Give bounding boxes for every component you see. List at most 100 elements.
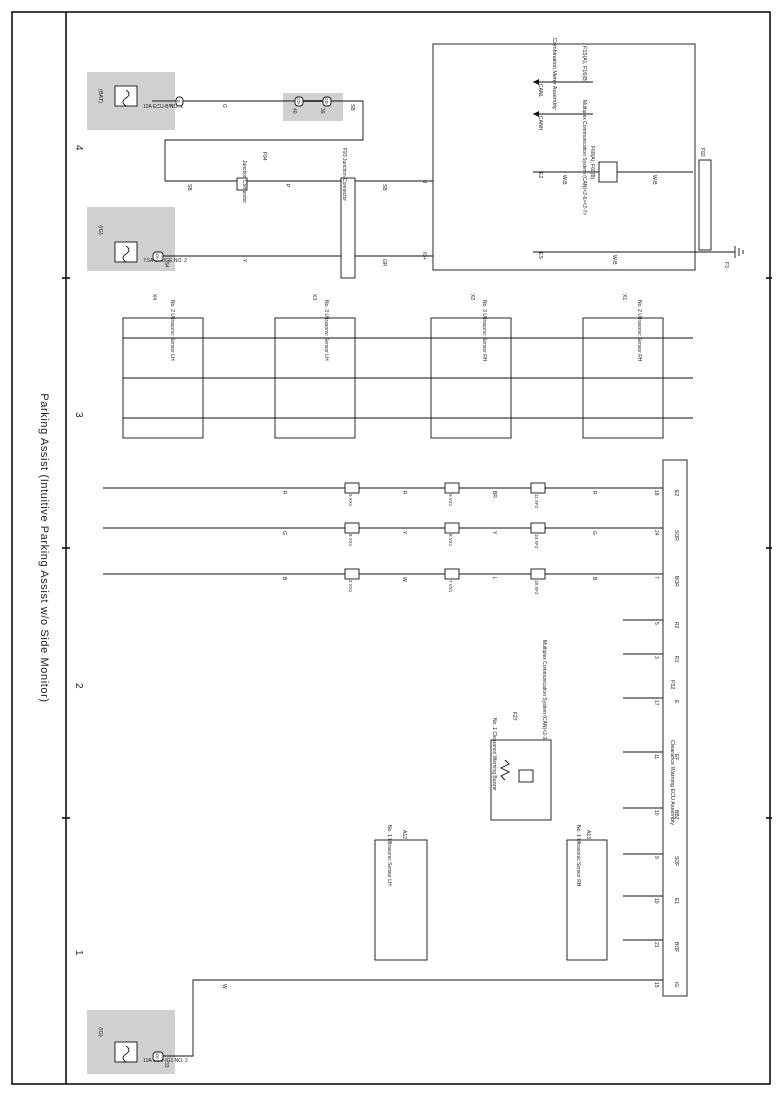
fuse-icon (122, 89, 130, 107)
rear-connector (344, 568, 360, 580)
rear-wire-label: B (591, 577, 597, 581)
sensor-row-top: X1 No. 2 Ultrasonic Sensor RH X2 No. 3 U… (122, 294, 693, 439)
source-ig: (IG) (97, 225, 103, 235)
ecu-pin-number: 7 (653, 576, 659, 579)
pin-ecu-ig: 33 (163, 1062, 169, 1068)
column-number: 3 (73, 412, 84, 418)
arrow-icon (533, 79, 539, 85)
rear-wire-label: BR (491, 491, 497, 498)
inline-conn-bg (283, 93, 343, 121)
buzzer-icon (518, 769, 534, 783)
rear-wire-label: Y (491, 531, 497, 535)
rear-wire-label: B (281, 577, 287, 581)
column-number: 1 (73, 950, 84, 956)
meter-name: Combination Meter Assembly (551, 38, 557, 110)
ecu-pin-number: 10 (653, 810, 659, 816)
fuse-icon (122, 245, 130, 263)
ecu-pin-number: 19 (653, 898, 659, 904)
ecu-pin-label: R2 (673, 622, 679, 629)
wire-label: SB (381, 184, 387, 191)
meter-pin: B (421, 180, 427, 184)
ecu-pin-number: 11 (653, 754, 659, 759)
rear-wire-label: R (591, 491, 597, 495)
sensor-a12-id: A12 (401, 830, 407, 839)
rear-connector-label: 7 VX1 (448, 580, 453, 593)
rear-connector-label: 9 VX1 (448, 494, 453, 507)
junction-f92-label: F92 (699, 148, 705, 157)
ecu-pin-label: EF (673, 754, 679, 760)
ground-label: F3 (723, 262, 729, 268)
sensor-x4-id: X4 (151, 294, 157, 300)
junction-f93 (340, 177, 356, 279)
inline-pin: 39 (319, 108, 325, 114)
wire-label: W-B (651, 175, 657, 185)
fuse-icon (122, 1045, 130, 1063)
ecu-pin-number: 3 (653, 656, 659, 659)
ecu-id: F52 (669, 680, 675, 689)
ecu-pin-label: E1 (673, 898, 679, 904)
ecu-pin-number: 21 (653, 942, 659, 948)
wire-label: Y (241, 259, 247, 263)
inline-pin: 40 (291, 108, 297, 114)
rear-connector (344, 482, 360, 494)
meter-pin: CANL (537, 84, 543, 98)
rear-wire-label: L (491, 577, 497, 580)
buzzer-name: No. 1 Clearance Warning Buzzer (491, 718, 497, 791)
fuse-symbol (114, 85, 138, 107)
ecu-pin-label: SOR (673, 530, 679, 541)
fuse-label-ecu-ig: 10A ECU-IG1 NO. 2 (143, 1058, 188, 1064)
meter-pin: IG+ (421, 252, 427, 260)
rear-connector (344, 522, 360, 534)
column-number: 4 (73, 145, 84, 151)
rear-connector-label: 3 XX1 (348, 580, 353, 593)
sensor-x3-name: No. 3 Ultrasonic Sensor LH (323, 300, 329, 361)
fuse-label-bat: 10A ECU-B NO. 1 (143, 104, 183, 110)
wire-label: W-B (561, 175, 567, 185)
ecu-pin-number: 18 (653, 490, 659, 496)
can-label: Multiplex Communication System (CAN)<2-6… (581, 100, 587, 215)
ecu-can: Multiplex Communication System (CAN)<2-3… (541, 640, 547, 742)
clearance-warning-ecu (662, 459, 688, 997)
fuse-symbol (114, 1041, 138, 1063)
ecu-pin-label: SOF (673, 856, 679, 866)
sensor-a13 (566, 839, 608, 961)
inline-conn-label: 2D (296, 98, 301, 105)
fuse-label-gauge: 7.5A GAUGE NO. 2 (143, 258, 187, 264)
rear-connector-label: 8 VX1 (448, 534, 453, 547)
rear-wire-label: Y (401, 531, 407, 535)
junction-f68 (598, 161, 618, 183)
sensor-a12 (374, 839, 428, 961)
junction-f94 (236, 177, 248, 191)
page-title: Parking Assist (Intuitive Parking Assist… (38, 393, 50, 702)
junction-f92-top (698, 159, 712, 251)
conn-bat-label: 3 (176, 100, 181, 103)
junction-f94-label: F94 (261, 152, 267, 161)
ecu-pin-number: 17 (653, 700, 659, 706)
wire-label: W (221, 984, 227, 989)
wire-label: P (284, 184, 290, 188)
ecu-pin-label: E2 (673, 490, 679, 496)
rear-connector-label: 8 XX1 (348, 534, 353, 547)
ecu-pin-number: 15 (653, 982, 659, 988)
sensor-x2-name: No. 3 Ultrasonic Sensor RH (481, 300, 487, 362)
rear-connector-label: 9 XX1 (348, 494, 353, 507)
buzzer-id: F27 (511, 712, 517, 721)
conn-ecu-ig (152, 1051, 164, 1062)
sensor-a12-name: No. 1 Ultrasonic Sensor LH (386, 825, 392, 886)
rear-connector (530, 522, 546, 534)
rear-connector (444, 522, 460, 534)
meter-pin: E2 (537, 172, 543, 178)
resistor-icon (499, 759, 511, 781)
wire-label: W-B (611, 255, 617, 265)
rear-connector-label: 18 XF2 (534, 580, 539, 595)
rear-connector (444, 482, 460, 494)
rear-wire-label: G (281, 531, 287, 535)
meter-id: F15(A), F16(B) (581, 46, 587, 83)
ecu-name: Clearance Warning ECU Assembly (669, 740, 675, 825)
ecu-pin-label: BOF (673, 942, 679, 952)
rear-wire-label: R (401, 491, 407, 495)
junction-f93-label: F93 (341, 148, 347, 157)
